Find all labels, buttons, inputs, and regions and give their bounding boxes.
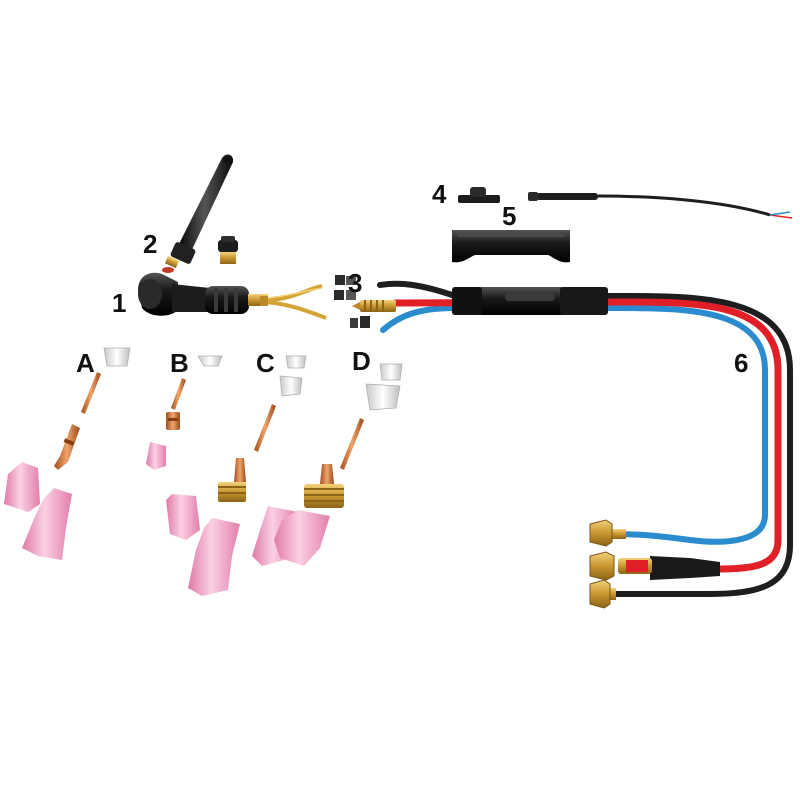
label-kit-a: A	[76, 348, 95, 378]
blue-water-cable	[380, 305, 768, 545]
kit-c-gas-lens	[218, 458, 246, 502]
label-fittings: 3	[348, 268, 362, 298]
kit-b-collet-body	[166, 412, 180, 430]
red-water-cable	[391, 298, 782, 573]
kit-c-tungsten-electrode	[254, 404, 276, 452]
kit-b-long-nozzle	[188, 518, 240, 596]
label-switch-cover: 5	[502, 201, 516, 231]
short-back-cap	[218, 236, 238, 264]
label-kit-c: C	[256, 348, 275, 378]
accessory-kit-a	[4, 347, 131, 560]
label-switch-button: 4	[432, 179, 447, 209]
black-power-cable	[377, 280, 793, 597]
accessory-kit-d	[274, 363, 403, 566]
kit-a-short-nozzle	[4, 462, 40, 512]
kit-d-tungsten-electrode	[340, 418, 364, 470]
kit-b-tungsten-electrode	[171, 378, 186, 410]
switch-button	[458, 187, 500, 203]
cable-assembly	[377, 192, 793, 609]
kit-b-small-nozzle	[146, 442, 166, 470]
label-kit-d: D	[352, 346, 371, 376]
black-cable-connector	[589, 579, 616, 609]
accessory-kit-b	[146, 355, 240, 596]
kit-c-insulator	[279, 355, 307, 397]
control-lead	[528, 192, 793, 219]
torch-body	[138, 272, 327, 320]
label-cable-assembly: 6	[734, 348, 748, 378]
label-kit-b: B	[170, 348, 189, 378]
kit-b-insulator	[197, 355, 223, 367]
switch-cover	[452, 230, 570, 263]
label-torch-body: 1	[112, 288, 126, 318]
label-back-cap: 2	[143, 229, 157, 259]
kit-a-gas-lens-insulator	[103, 347, 131, 367]
kit-a-tungsten-electrode	[81, 372, 101, 414]
kit-d-large-nozzle	[274, 510, 330, 566]
kit-d-gas-lens	[304, 464, 344, 508]
back-cap	[162, 154, 234, 273]
kit-a-collet-body	[54, 424, 80, 470]
fittings-and-nuts	[334, 275, 396, 328]
cable-sheath	[452, 287, 608, 315]
kit-a-long-nozzle	[22, 488, 72, 560]
blue-cable-connector	[589, 519, 626, 547]
kit-b-medium-nozzle	[166, 494, 200, 540]
red-cable-connector	[589, 551, 720, 581]
kit-d-insulator	[365, 363, 403, 411]
